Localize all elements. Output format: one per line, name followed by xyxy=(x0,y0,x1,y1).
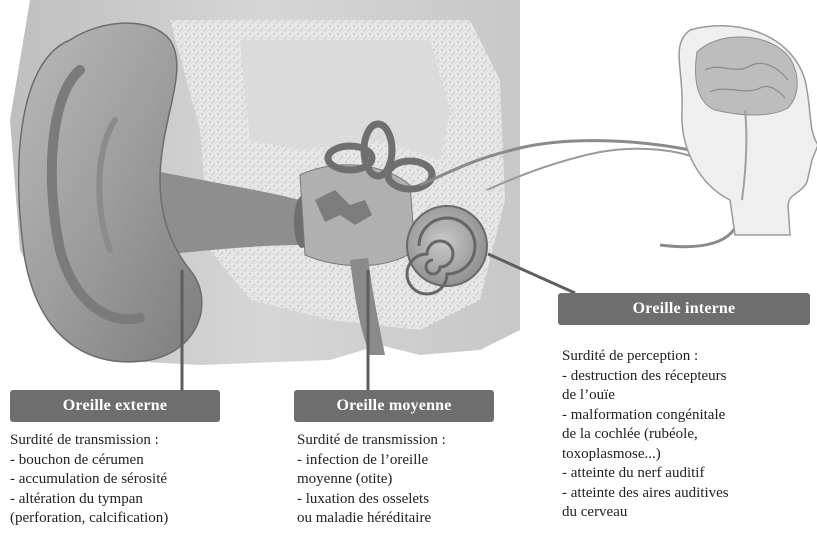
description-line: de l’ouïe xyxy=(562,386,812,406)
label-oreille-interne-text: Oreille interne xyxy=(633,300,736,318)
description-line: - atteinte du nerf auditif xyxy=(562,464,812,484)
description-line: ou maladie héréditaire xyxy=(297,509,527,529)
description-line: - accumulation de sérosité xyxy=(10,470,270,490)
description-line: toxoplasmose...) xyxy=(562,445,812,465)
description-line: - altération du tympan xyxy=(10,490,270,510)
description-line: (perforation, calcification) xyxy=(10,509,270,529)
description-line: - luxation des osselets xyxy=(297,490,527,510)
description-line: - bouchon de cérumen xyxy=(10,451,270,471)
description-line: - destruction des récepteurs xyxy=(562,367,812,387)
description-line: Surdité de transmission : xyxy=(297,431,527,451)
description-line: de la cochlée (rubéole, xyxy=(562,425,812,445)
label-oreille-externe: Oreille externe xyxy=(10,390,220,422)
label-oreille-moyenne: Oreille moyenne xyxy=(294,390,494,422)
description-line: du cerveau xyxy=(562,503,812,523)
label-oreille-moyenne-text: Oreille moyenne xyxy=(336,397,451,415)
label-oreille-interne: Oreille interne xyxy=(558,293,810,325)
description-line: - infection de l’oreille xyxy=(297,451,527,471)
description-oreille-moyenne: Surdité de transmission : - infection de… xyxy=(297,431,527,529)
description-line: moyenne (otite) xyxy=(297,470,527,490)
description-line: Surdité de transmission : xyxy=(10,431,270,451)
description-oreille-externe: Surdité de transmission : - bouchon de c… xyxy=(10,431,270,529)
label-oreille-externe-text: Oreille externe xyxy=(63,397,167,415)
description-oreille-interne: Surdité de perception : - destruction de… xyxy=(562,347,812,523)
description-line: - malformation congénitale xyxy=(562,406,812,426)
description-line: Surdité de perception : xyxy=(562,347,812,367)
description-line: - atteinte des aires auditives xyxy=(562,484,812,504)
brain-head-icon xyxy=(679,26,817,235)
